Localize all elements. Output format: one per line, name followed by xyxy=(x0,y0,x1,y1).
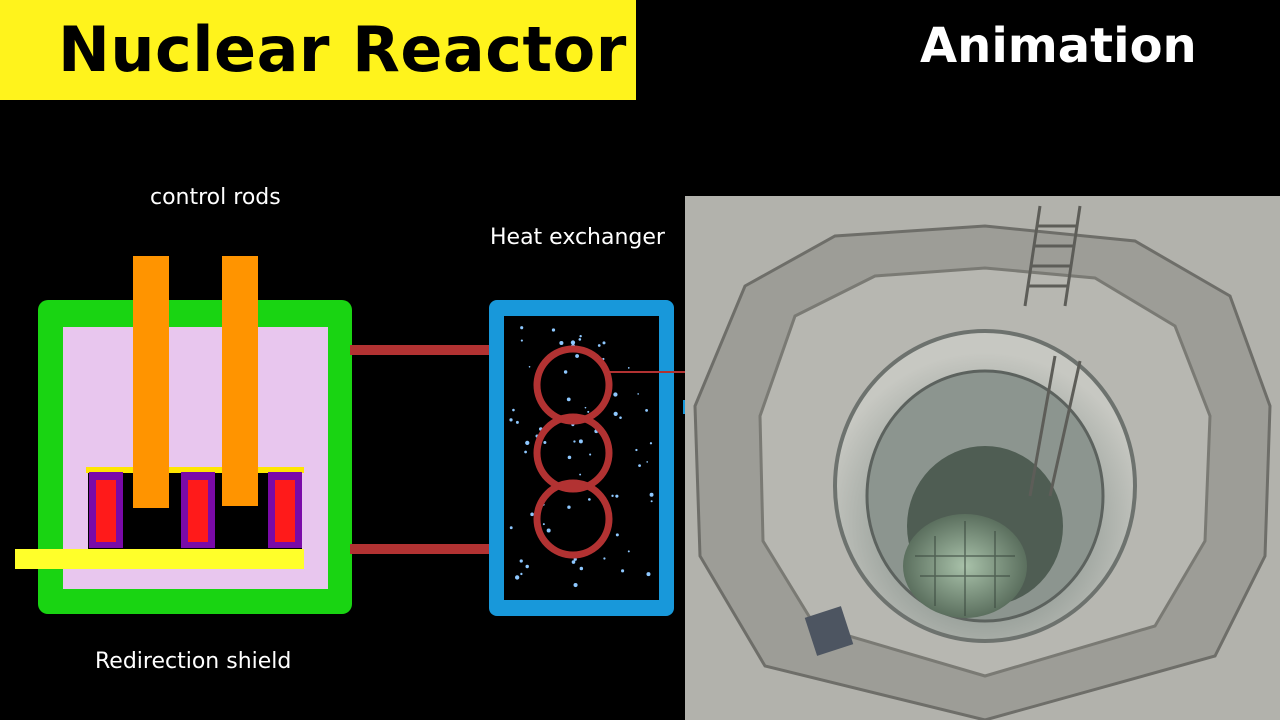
exchanger-particle xyxy=(509,418,513,422)
exchanger-particle xyxy=(578,338,582,341)
exchanger-particle xyxy=(559,340,564,346)
exchanger-particle xyxy=(573,583,578,588)
exchanger-coil-loop xyxy=(533,345,613,425)
exchanger-particle xyxy=(528,365,531,368)
exchanger-particle xyxy=(579,566,584,571)
heat-exchanger-label: Heat exchanger xyxy=(490,225,665,250)
exchanger-particle xyxy=(542,523,545,526)
exchanger-particle xyxy=(515,420,519,424)
exchanger-particle xyxy=(530,512,534,517)
exchanger-particle xyxy=(613,411,618,416)
exchanger-particle xyxy=(567,505,571,509)
exchanger-particle xyxy=(520,326,524,330)
exchanger-coil-loop xyxy=(533,479,613,559)
exchanger-particle xyxy=(509,526,513,530)
exchanger-particle xyxy=(524,450,527,454)
redirection-shield-bar xyxy=(15,549,304,569)
exchanger-particle xyxy=(520,572,523,576)
exchanger-particle xyxy=(579,473,582,476)
exchanger-particle xyxy=(611,494,614,498)
exchanger-particle xyxy=(525,564,529,569)
exchanger-particle xyxy=(587,410,590,413)
exchanger-particle xyxy=(546,528,551,533)
title-banner: Nuclear Reactor xyxy=(0,0,636,100)
exchanger-particle xyxy=(615,494,619,498)
exchanger-coil-loop xyxy=(533,413,613,493)
exchanger-particle xyxy=(645,408,649,412)
exchanger-particle xyxy=(578,439,583,444)
exchanger-particle xyxy=(519,559,523,563)
exchanger-particle xyxy=(649,492,654,497)
exchanger-particle xyxy=(635,448,638,452)
fuel-chamber-top xyxy=(86,467,304,473)
exchanger-particle xyxy=(551,328,556,332)
exchanger-particle xyxy=(589,453,592,456)
exchanger-particle xyxy=(646,572,651,577)
exchanger-particle xyxy=(566,397,571,402)
exchanger-particle xyxy=(573,440,576,443)
control-rod xyxy=(133,256,169,508)
exchanger-particle xyxy=(584,406,587,409)
exchanger-particle xyxy=(525,440,530,445)
exchanger-particle xyxy=(649,442,653,445)
fuel-rod xyxy=(188,480,208,542)
exchanger-particle xyxy=(646,461,649,463)
redirection-shield-label: Redirection shield xyxy=(95,649,292,674)
exchanger-particle xyxy=(602,341,606,345)
exchanger-particle xyxy=(597,344,601,347)
exchanger-particle xyxy=(579,334,582,338)
exchanger-particle xyxy=(570,340,576,345)
cold-pipe xyxy=(350,544,575,554)
exchanger-particle xyxy=(619,416,622,419)
exchanger-particles xyxy=(509,326,654,588)
fuel-rod xyxy=(275,480,295,542)
reactor-vessel-photo xyxy=(685,196,1280,720)
exchanger-particle xyxy=(637,393,639,395)
hot-pipe xyxy=(350,345,575,355)
exchanger-particle xyxy=(520,339,523,342)
exchanger-particle xyxy=(615,533,619,537)
control-rod xyxy=(222,256,258,506)
exchanger-particle xyxy=(650,500,653,503)
exchanger-particle xyxy=(621,569,625,573)
page-title: Nuclear Reactor xyxy=(58,13,627,86)
exchanger-particle xyxy=(563,370,568,374)
exchanger-particle xyxy=(627,367,630,369)
exchanger-particle xyxy=(638,464,641,468)
exchanger-particle xyxy=(567,455,572,460)
exchanger-particle xyxy=(512,408,515,412)
page-subtitle: Animation xyxy=(920,18,1197,74)
fuel-rod xyxy=(96,480,116,542)
exchanger-particle xyxy=(613,392,618,397)
control-rods-label: control rods xyxy=(150,185,281,210)
exchanger-particle xyxy=(603,557,606,560)
exchanger-particle xyxy=(543,441,547,445)
exchanger-particle xyxy=(627,550,630,553)
exchanger-particle xyxy=(515,575,520,580)
exchanger-particle xyxy=(571,560,576,564)
exchanger-particle xyxy=(588,498,591,501)
exchanger-particle xyxy=(575,354,579,358)
